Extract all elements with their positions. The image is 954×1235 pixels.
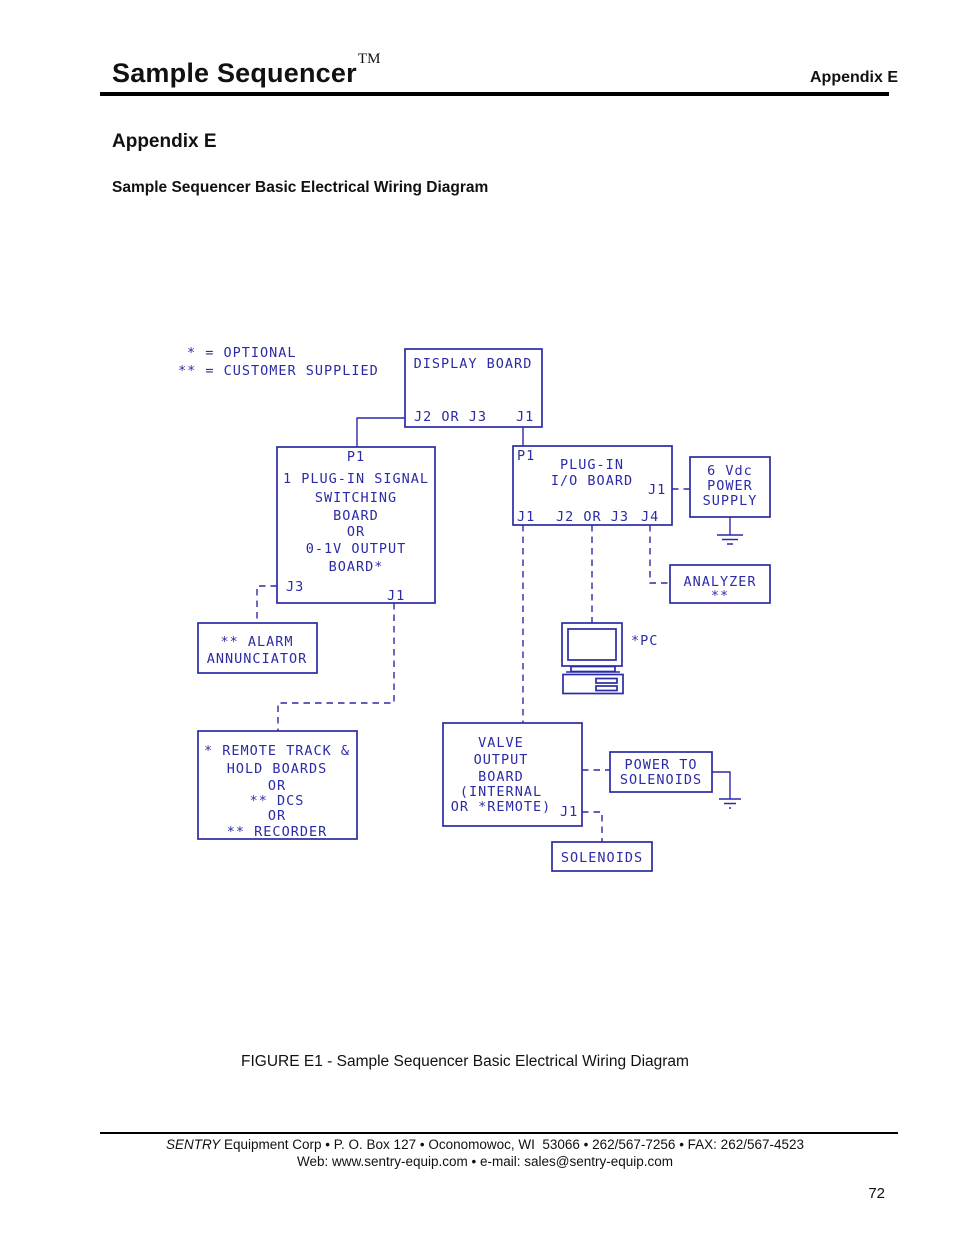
- switching-board-p1: P1: [347, 449, 365, 465]
- header-rule: [100, 92, 889, 96]
- solenoids-box: [551, 841, 653, 872]
- switching-board-line: SWITCHING: [315, 490, 397, 506]
- ground-symbol-power-supply: [717, 517, 743, 545]
- legend-optional: * = OPTIONAL: [187, 345, 297, 361]
- valve-line: OR *REMOTE): [451, 799, 551, 815]
- switching-board-box: [276, 446, 436, 604]
- power-solenoids-line: POWER TO: [624, 757, 697, 773]
- remote-line: OR: [268, 808, 286, 824]
- io-board-j1-bottom: J1: [517, 509, 535, 525]
- alarm-line: ANNUNCIATOR: [207, 651, 307, 667]
- figure-caption: FIGURE E1 - Sample Sequencer Basic Elect…: [241, 1053, 689, 1070]
- io-board-p1: P1: [517, 448, 535, 464]
- remote-line: * REMOTE TRACK &: [204, 743, 350, 759]
- wire-switching-j3-to-alarm: [256, 585, 277, 623]
- remote-line: ** RECORDER: [227, 824, 327, 840]
- io-board-j2j3-bottom: J2 OR J3: [556, 509, 629, 525]
- alarm-annunciator-box: [197, 622, 318, 674]
- legend-customer-supplied: ** = CUSTOMER SUPPLIED: [178, 363, 379, 379]
- display-board-j1: J1: [516, 409, 534, 425]
- footer-address: SENTRY Equipment Corp • P. O. Box 127 • …: [95, 1137, 875, 1152]
- footer-address-rest: Equipment Corp • P. O. Box 127 • Oconomo…: [220, 1137, 805, 1152]
- analyzer-asterisks: **: [711, 588, 729, 604]
- title-text: Sample Sequencer: [112, 58, 357, 88]
- switching-board-j1: J1: [387, 588, 405, 604]
- switching-board-line: 1 PLUG-IN SIGNAL: [283, 471, 429, 487]
- power-supply-box: [689, 456, 771, 518]
- wire-switching-j1-to-remote: [277, 603, 395, 731]
- valve-line: BOARD: [478, 769, 524, 785]
- valve-line: (INTERNAL: [460, 784, 542, 800]
- display-board-j2j3: J2 OR J3: [414, 409, 487, 425]
- section-heading: Appendix E: [112, 131, 217, 152]
- io-board-line: PLUG-IN: [560, 457, 624, 473]
- footer-web-email: Web: www.sentry-equip.com • e-mail: sale…: [296, 1154, 674, 1169]
- switching-board-line: BOARD*: [329, 559, 384, 575]
- solenoids-label: SOLENOIDS: [561, 850, 643, 866]
- header-appendix-label: Appendix E: [809, 69, 898, 86]
- switching-board-line: 0-1V OUTPUT: [306, 541, 406, 557]
- remote-line: OR: [268, 778, 286, 794]
- valve-line: OUTPUT: [474, 752, 529, 768]
- alarm-line: ** ALARM: [220, 634, 293, 650]
- valve-j1: J1: [560, 804, 578, 820]
- io-board-box: [512, 445, 673, 526]
- display-board-box: [404, 348, 543, 428]
- valve-line: VALVE: [478, 735, 524, 751]
- analyzer-box: [669, 564, 771, 604]
- power-supply-line: 6 Vdc: [707, 463, 753, 479]
- wire-io-j4-to-analyzer: [649, 525, 670, 584]
- switching-board-line: BOARD: [333, 508, 379, 524]
- power-supply-line: POWER: [707, 478, 753, 494]
- power-supply-line: SUPPLY: [703, 493, 758, 509]
- io-board-j4-bottom: J4: [641, 509, 659, 525]
- remote-track-hold-box: [197, 730, 358, 840]
- power-to-solenoids-box: [609, 751, 713, 793]
- io-board-line: I/O BOARD: [551, 473, 633, 489]
- page-header-title: Sample SequencerTM: [112, 52, 381, 88]
- footer-rule: [100, 1132, 898, 1134]
- switching-board-line: OR: [347, 524, 365, 540]
- page-number: 72: [868, 1185, 885, 1202]
- display-board-label: DISPLAY BOARD: [414, 356, 533, 372]
- ground-symbol-solenoid-power: [712, 771, 741, 809]
- footer-company-name: SENTRY: [165, 1137, 221, 1152]
- switching-board-j3: J3: [286, 579, 304, 595]
- io-board-j1-right: J1: [648, 482, 666, 498]
- wire-display-to-switching: [356, 417, 405, 447]
- valve-output-board-box: [442, 722, 583, 827]
- trademark-symbol: TM: [357, 51, 381, 67]
- pc-label: *PC: [631, 633, 658, 649]
- remote-line: HOLD BOARDS: [227, 761, 327, 777]
- remote-line: ** DCS: [250, 793, 305, 809]
- power-solenoids-line: SOLENOIDS: [620, 772, 702, 788]
- section-subheading: Sample Sequencer Basic Electrical Wiring…: [112, 179, 489, 196]
- analyzer-label: ANALYZER: [683, 574, 756, 590]
- wire-valve-j1-to-solenoids: [582, 811, 603, 842]
- pc-icon: [561, 622, 624, 695]
